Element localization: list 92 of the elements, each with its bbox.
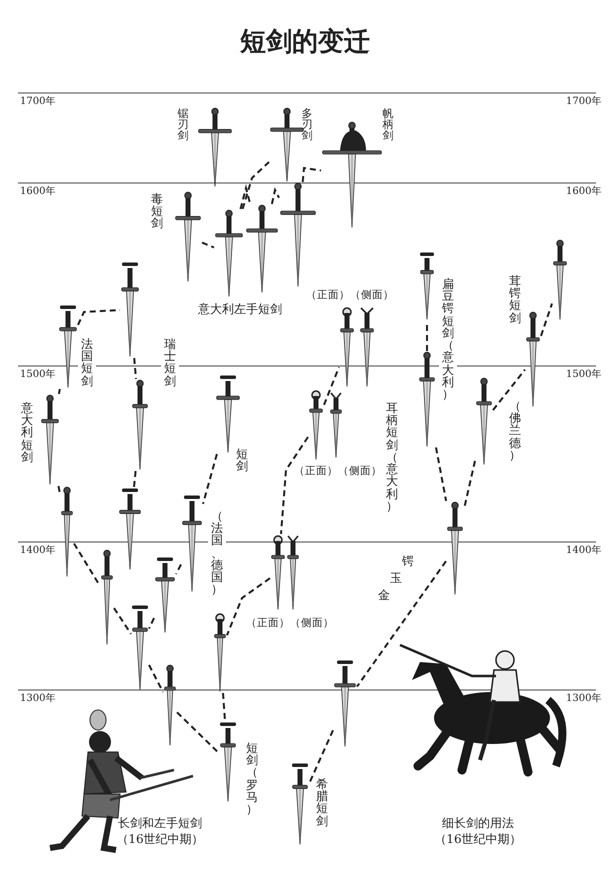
dagger-drawing: [59, 305, 77, 388]
dashed-line: [356, 560, 447, 688]
name-label: 瑞士短剑: [161, 338, 179, 387]
dagger-drawing: [175, 192, 201, 282]
name-label: 锯刃剑: [178, 108, 188, 142]
caption: 细长剑的用法（16世纪中期）: [433, 815, 523, 848]
name-label: （正面）（侧面）: [246, 618, 334, 630]
name-label: 法国短剑: [78, 338, 96, 387]
dashed-line: [176, 712, 220, 754]
dagger-drawing: [215, 210, 243, 297]
dagger-drawing: [121, 262, 139, 357]
dashed-line: [175, 564, 182, 574]
dagger-drawing: [553, 240, 567, 320]
dashed-line: [302, 166, 322, 182]
dagger-drawing: [419, 352, 435, 447]
dagger-drawing: [526, 312, 540, 407]
name-label: （正面）（侧面）: [294, 466, 382, 478]
dashed-line: [202, 242, 214, 248]
dashed-line: [280, 436, 309, 534]
name-label: 玉: [390, 572, 402, 584]
dashed-line: [58, 388, 61, 394]
dagger-drawing: [182, 495, 202, 592]
dagger-drawing: [447, 502, 463, 595]
name-label: 意大利左手短剑: [198, 303, 282, 316]
dagger-drawing: [132, 380, 148, 470]
year-label: 1400年: [20, 546, 56, 556]
dagger-drawing: [287, 535, 299, 610]
year-label: 1600年: [566, 187, 602, 198]
dagger-drawing: [334, 660, 356, 747]
name-label: 毒短剑: [151, 193, 163, 230]
name-label: 希腊短剑: [316, 778, 328, 827]
name-label: 意大利短剑: [21, 402, 33, 464]
dashed-line: [148, 664, 164, 692]
dagger-drawing: [360, 307, 374, 387]
caption: 长剑和左手短剑（16世纪中期）: [115, 815, 205, 848]
dagger-drawing: [164, 665, 176, 746]
dagger-drawing: [340, 307, 354, 387]
dagger-drawing: [420, 252, 434, 320]
dagger-drawing: [119, 488, 141, 570]
dashed-line: [222, 692, 226, 722]
dagger-drawing: [101, 550, 113, 645]
name-label: （佛兰德）: [509, 400, 521, 462]
year-label: 1300年: [566, 694, 602, 704]
dagger-drawing: [292, 763, 308, 845]
dashed-line: [435, 447, 448, 502]
dagger-drawing: [271, 535, 285, 610]
dashed-line: [540, 303, 553, 336]
name-label: 短剑: [236, 448, 248, 472]
name-label: 茸锷短剑: [509, 275, 521, 324]
dagger-drawing: [246, 205, 278, 293]
name-label: 多刃剑: [302, 108, 312, 142]
dashed-line: [133, 470, 137, 488]
year-label: 1500年: [20, 370, 56, 380]
year-label: 1400年: [566, 546, 602, 556]
year-label: 1300年: [20, 694, 56, 704]
dashed-line: [240, 184, 252, 210]
name-label: 金: [378, 589, 390, 602]
dagger-drawing: [476, 378, 492, 465]
dashed-line: [77, 309, 120, 326]
name-label: 帆柄剑: [382, 108, 394, 142]
name-label: （法国、德国）: [208, 510, 226, 596]
sword-drawing: [322, 122, 382, 228]
dagger-drawing: [309, 390, 323, 460]
dashed-line: [58, 486, 61, 494]
dashed-line: [202, 454, 218, 504]
dagger-drawing: [132, 605, 148, 690]
sword-drawing: [198, 108, 232, 187]
name-label: 锷: [402, 555, 414, 568]
name-label: 扁豆锷短剑（意大利）: [439, 278, 457, 400]
dagger-drawing: [61, 487, 73, 577]
name-label: 短剑（罗马）: [246, 742, 258, 816]
dagger-drawing: [220, 722, 236, 802]
dagger-drawing: [155, 557, 175, 633]
dashed-line: [270, 187, 280, 204]
year-label: 1500年: [566, 370, 602, 380]
dagger-drawing: [330, 392, 342, 458]
dashed-line: [113, 608, 132, 634]
dashed-line: [133, 358, 137, 380]
year-label: 1600年: [20, 187, 56, 198]
dashed-line: [242, 161, 270, 210]
dashed-line: [492, 368, 526, 411]
dashed-line: [323, 366, 340, 406]
name-label: 耳柄短剑（意大利）: [386, 402, 398, 512]
year-label: 1700年: [20, 97, 56, 108]
dagger-drawing: [41, 395, 59, 485]
name-label: （正面）（侧面）: [306, 290, 394, 302]
dagger-drawing: [214, 613, 226, 692]
sword-drawing: [280, 183, 316, 287]
dashed-line: [148, 618, 155, 630]
title: 短剑的变迁: [238, 26, 371, 59]
dashed-line: [308, 730, 334, 784]
year-label: 1700年: [566, 97, 602, 108]
